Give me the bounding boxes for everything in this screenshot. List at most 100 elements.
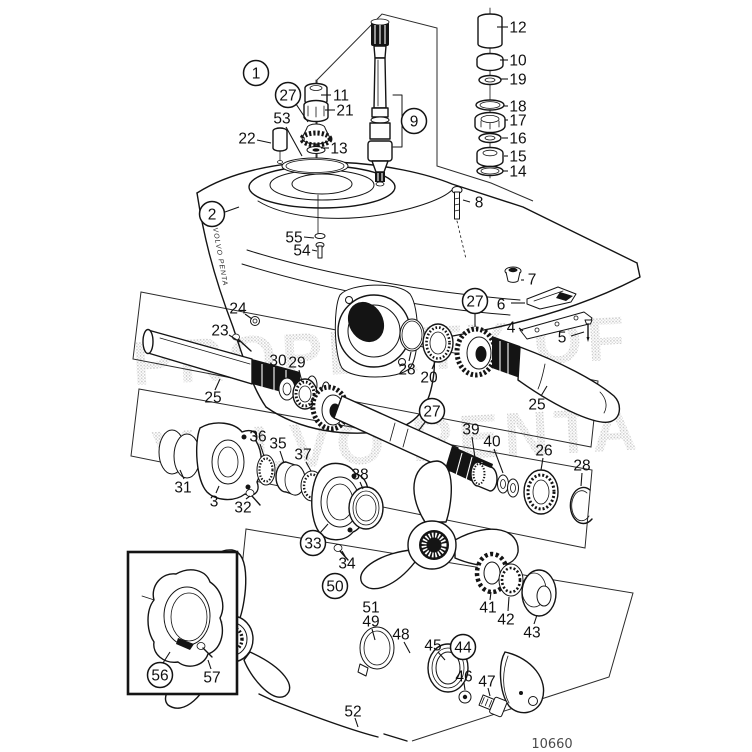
- part-label-32: 32: [234, 495, 252, 517]
- row1-shaft-assembly: [142, 316, 621, 432]
- part-label-34: 34: [338, 550, 356, 573]
- leader-line: [256, 139, 272, 144]
- label-text: 18: [509, 99, 526, 116]
- label-text: 29: [288, 355, 305, 372]
- leader-line: [437, 651, 446, 661]
- leader-line: [462, 199, 471, 203]
- part-label-23: 23: [211, 323, 241, 343]
- washer-16: [478, 132, 502, 144]
- nut-10: [476, 52, 504, 72]
- prop-hardware-front: [357, 626, 545, 718]
- part-label-50: 50: [321, 572, 349, 600]
- leader-line: [298, 369, 303, 383]
- label-text: 11: [333, 88, 349, 105]
- part-label-48: 48: [392, 627, 411, 654]
- leader-line: [487, 687, 491, 697]
- oring-53: [281, 157, 349, 175]
- part-label-25: 25: [204, 378, 222, 407]
- part-label-42: 42: [497, 596, 515, 629]
- label-text: 43: [523, 625, 540, 642]
- ring-28-upper: [399, 318, 425, 352]
- label-text: 37: [294, 447, 311, 464]
- part-label-31: 31: [174, 469, 192, 497]
- part-label-57: 57: [203, 659, 221, 687]
- part-label-8: 8: [462, 195, 484, 212]
- leader-line: [463, 682, 466, 691]
- leader-line: [580, 472, 583, 487]
- leader-line: [207, 659, 212, 670]
- leader-line: [533, 614, 538, 625]
- part-label-1: 1: [242, 59, 270, 87]
- part-label-39: 39: [462, 422, 480, 459]
- part-label-17: 17: [505, 113, 527, 130]
- label-text: 50: [326, 579, 344, 596]
- part-label-4: 4: [507, 320, 524, 337]
- leader-line: [259, 443, 265, 457]
- label-text: 48: [392, 627, 409, 644]
- part-label-5: 5: [558, 330, 585, 347]
- label-text: 40: [483, 434, 501, 451]
- part-label-53: 53: [273, 111, 303, 157]
- label-text: 44: [454, 640, 472, 657]
- prop-hardware-rear: [474, 551, 557, 617]
- label-text: 28: [573, 458, 590, 475]
- leader-line: [507, 596, 510, 612]
- leader-line: [162, 651, 171, 664]
- label-text: 8: [475, 195, 484, 212]
- label-circle: [321, 572, 349, 600]
- part-label-11: 11: [321, 88, 349, 105]
- leader-line: [224, 206, 240, 213]
- label-text: 17: [509, 113, 526, 130]
- label-text: 56: [151, 668, 168, 685]
- part-label-44: 44: [449, 633, 477, 661]
- label-circle: [461, 287, 489, 315]
- leader-line: [489, 591, 492, 601]
- label-text: 25: [528, 397, 545, 414]
- part-label-7: 7: [521, 272, 536, 289]
- leader-line: [471, 436, 476, 459]
- screw-34: [333, 544, 349, 561]
- leader-line: [228, 334, 241, 343]
- part-label-13: 13: [321, 141, 348, 158]
- label-text: 42: [497, 612, 514, 629]
- part-label-45: 45: [424, 638, 446, 661]
- washer-19: [478, 74, 502, 86]
- part-label-20: 20: [420, 361, 438, 387]
- sleeve-39: [470, 461, 498, 492]
- label-text: 7: [528, 272, 537, 289]
- label-text: 28: [398, 362, 415, 379]
- part-label-10: 10: [500, 53, 527, 70]
- leader-line: [341, 550, 346, 557]
- label-circle: [198, 200, 226, 228]
- part-label-27: 27: [461, 287, 489, 327]
- label-text: 27: [279, 88, 296, 105]
- screw-5: [584, 319, 593, 342]
- leader-line: [285, 126, 303, 157]
- part-label-24: 24: [229, 301, 253, 320]
- part-label-26: 26: [535, 443, 553, 471]
- leader-line: [214, 378, 221, 391]
- leader-line: [215, 485, 220, 494]
- band-driveshaft-kit: [316, 13, 534, 207]
- pin-23: [232, 333, 252, 352]
- part-label-27: 27: [274, 81, 309, 123]
- part-label-3: 3: [210, 485, 220, 511]
- part-label-22: 22: [238, 131, 272, 148]
- vertical-driveshaft-9: [367, 18, 403, 187]
- bearing-29: [292, 378, 318, 410]
- leader-line: [540, 457, 544, 471]
- label-text: 57: [203, 670, 220, 687]
- leader-line: [540, 385, 548, 397]
- leader-line: [319, 523, 329, 534]
- leader-line: [295, 103, 309, 123]
- label-text: 52: [344, 704, 361, 721]
- dowel-22: [272, 127, 288, 164]
- label-text: 26: [535, 443, 552, 460]
- part-label-55: 55: [285, 230, 315, 247]
- leader-line: [279, 450, 285, 464]
- label-text: 13: [330, 141, 347, 158]
- leader-line: [179, 469, 185, 480]
- part-label-19: 19: [501, 72, 527, 89]
- screw-55-54: [314, 233, 326, 259]
